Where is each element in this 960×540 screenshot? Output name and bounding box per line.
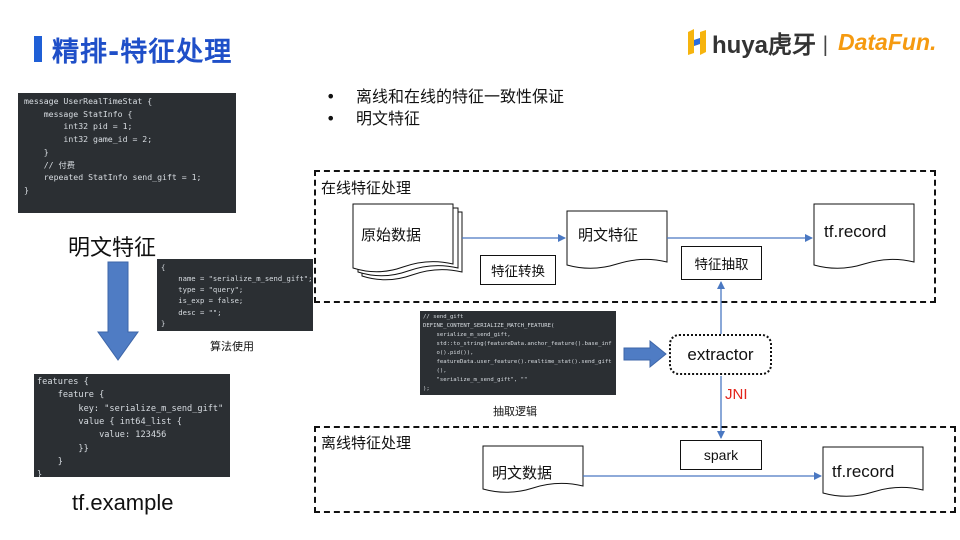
datafun-logo: DataFun.	[838, 26, 936, 58]
raw-data-multidoc-shape	[352, 203, 463, 281]
offline-tfrecord-doc-shape	[822, 446, 924, 497]
online-tfrecord-doc-shape	[813, 203, 915, 269]
plain-data-doc-shape	[482, 445, 584, 493]
algorithm-use-label: 算法使用	[210, 340, 254, 353]
online-processing-box	[314, 170, 936, 303]
offline-processing-box	[314, 426, 956, 513]
plain-data-label: 明文数据	[492, 464, 553, 482]
huya-logo-text: huya虎牙	[712, 31, 817, 59]
bullet-list: 离线和在线的特征一致性保证 明文特征	[326, 86, 564, 130]
jni-label: JNI	[725, 386, 748, 403]
datafun-logo-text: DataFun.	[838, 28, 937, 55]
feature-transform-box: 特征转换	[480, 255, 556, 285]
huya-tiger-icon	[686, 28, 708, 56]
page-title: 精排-特征处理	[52, 37, 233, 68]
extractor-node: extractor	[669, 334, 772, 375]
huya-logo: huya虎牙	[686, 26, 817, 59]
proto-definition-code: message UserRealTimeStat { message StatI…	[18, 93, 236, 213]
bullet-item: 离线和在线的特征一致性保证	[326, 86, 564, 108]
tf-example-code: features { feature { key: "serialize_m_s…	[34, 374, 230, 477]
offline-processing-title: 离线特征处理	[321, 434, 412, 452]
logo-separator: |	[822, 32, 829, 56]
extract-logic-label: 抽取逻辑	[493, 405, 537, 418]
offline-tfrecord-label: tf.record	[832, 462, 895, 481]
plain-feature-doc-shape	[566, 210, 668, 269]
tf-example-label: tf.example	[72, 490, 174, 515]
raw-data-label: 原始数据	[361, 226, 422, 244]
feature-config-code: { name = "serialize_m_send_gift"; type =…	[157, 259, 313, 331]
online-processing-title: 在线特征处理	[321, 179, 412, 197]
spark-box: spark	[680, 440, 762, 470]
extract-logic-code: // send_gift DEFINE_CONTENT_SERIALIZE_MA…	[420, 311, 616, 395]
plain-feature-label: 明文特征	[68, 236, 157, 261]
title-accent-bar	[34, 36, 42, 62]
online-plain-feature-label: 明文特征	[578, 226, 639, 244]
feature-extract-box: 特征抽取	[681, 246, 762, 280]
down-arrow-shape	[97, 261, 139, 361]
bullet-item: 明文特征	[326, 108, 564, 130]
block-arrow-to-extractor	[623, 339, 667, 369]
online-tfrecord-label: tf.record	[824, 222, 887, 241]
